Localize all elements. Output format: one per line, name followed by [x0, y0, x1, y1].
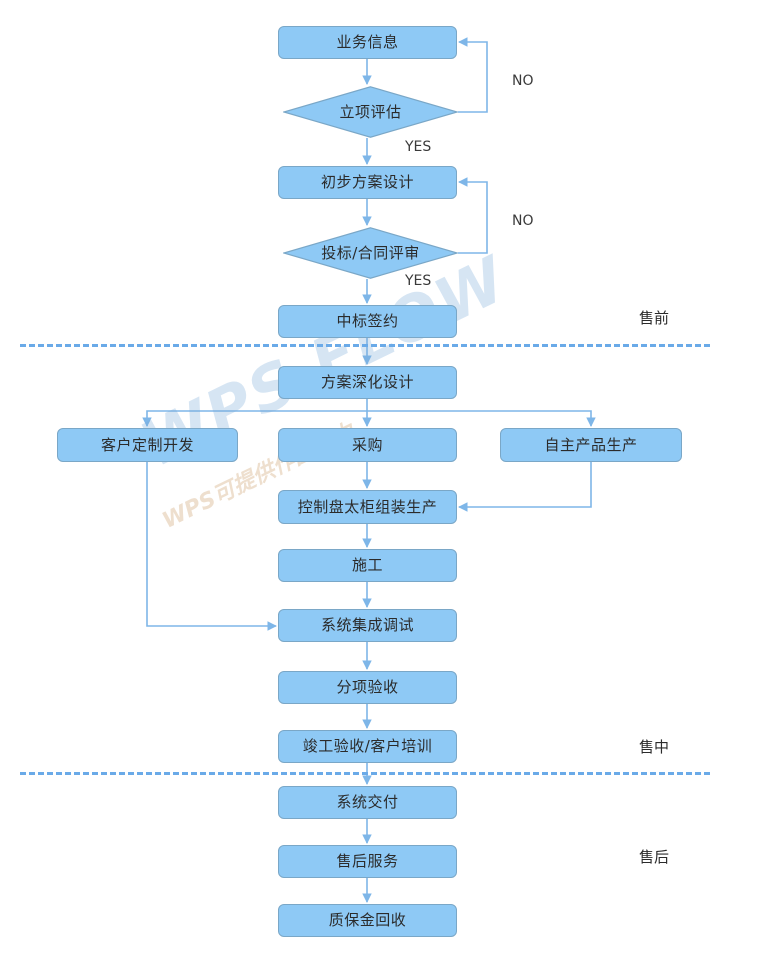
node-construction[interactable]: 施工	[278, 549, 457, 582]
diamond-shape	[283, 86, 458, 138]
node-control-panel-assembly[interactable]: 控制盘太柜组装生产	[278, 490, 457, 524]
node-label: 方案深化设计	[320, 373, 414, 391]
node-label: 质保金回收	[328, 911, 407, 929]
node-label: 施工	[351, 556, 383, 574]
node-final-acceptance-training[interactable]: 竣工验收/客户培训	[278, 730, 457, 763]
node-label: 中标签约	[336, 312, 399, 330]
node-system-delivery[interactable]: 系统交付	[278, 786, 457, 819]
node-label: 采购	[351, 435, 383, 454]
node-label: 业务信息	[336, 33, 399, 51]
phase-label-presale: 售前	[639, 309, 670, 327]
diamond-shape	[283, 227, 458, 279]
edge-n2-n1-no	[458, 37, 488, 113]
node-subitem-acceptance[interactable]: 分项验收	[278, 671, 457, 704]
phase-label-midsale: 售中	[639, 738, 670, 756]
phase-label-aftersale: 售后	[639, 848, 670, 866]
node-detailed-design[interactable]: 方案深化设计	[278, 366, 457, 399]
node-label: 客户定制开发	[100, 435, 194, 454]
phase-separator-midsale	[20, 772, 710, 775]
node-in-house-production[interactable]: 自主产品生产	[500, 428, 682, 462]
node-label: 系统交付	[336, 793, 399, 811]
edge-n7-n12	[146, 462, 277, 631]
node-label: 分项验收	[336, 678, 399, 696]
node-procurement[interactable]: 采购	[278, 428, 457, 462]
edge-n4-n3-no	[458, 177, 488, 254]
node-label: 投标/合同评审	[321, 243, 420, 262]
edge-n6-n9	[367, 410, 596, 427]
node-label: 控制盘太柜组装生产	[297, 497, 438, 516]
node-label: 系统集成调试	[320, 616, 414, 634]
node-label: 自主产品生产	[544, 435, 638, 454]
node-warranty-deposit-recovery[interactable]: 质保金回收	[278, 904, 457, 937]
node-label: 售后服务	[336, 852, 399, 870]
node-bid-win-signing[interactable]: 中标签约	[278, 305, 457, 338]
node-preliminary-design[interactable]: 初步方案设计	[278, 166, 457, 199]
edge-label-no-1: NO	[512, 73, 534, 89]
node-label: 立项评估	[339, 102, 402, 121]
phase-separator-presale	[20, 344, 710, 347]
edge-n6-n7	[142, 410, 367, 427]
node-label: 竣工验收/客户培训	[302, 737, 433, 755]
node-business-info[interactable]: 业务信息	[278, 26, 457, 59]
edge-label-yes-1: YES	[405, 139, 432, 155]
edge-label-no-2: NO	[512, 213, 534, 229]
node-custom-development[interactable]: 客户定制开发	[57, 428, 238, 462]
edge-n9-n10	[458, 462, 592, 512]
node-project-approval-decision[interactable]: 立项评估	[283, 86, 458, 138]
edge-label-yes-2: YES	[405, 273, 432, 289]
node-system-integration-debug[interactable]: 系统集成调试	[278, 609, 457, 642]
node-bid-contract-review-decision[interactable]: 投标/合同评审	[283, 227, 458, 279]
node-after-sales-service[interactable]: 售后服务	[278, 845, 457, 878]
node-label: 初步方案设计	[320, 173, 414, 191]
